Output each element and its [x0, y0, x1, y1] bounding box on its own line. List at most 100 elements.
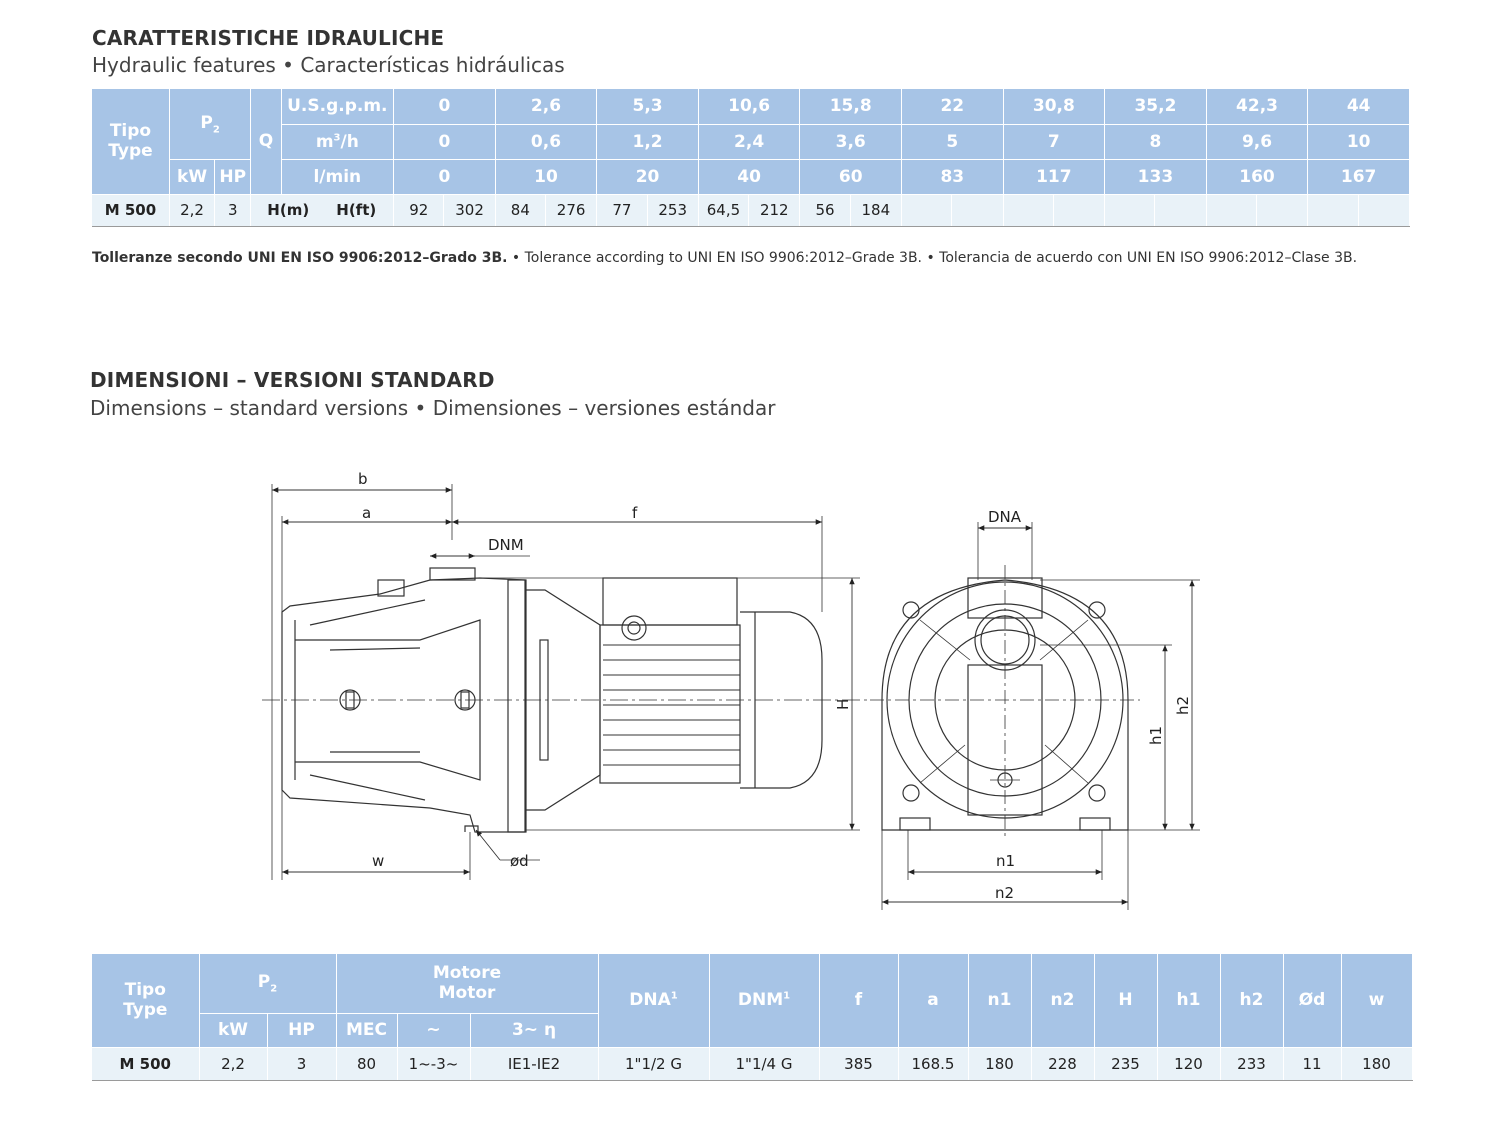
a-cell: 168.5: [898, 1047, 969, 1081]
dnm-header: DNM1: [709, 954, 820, 1048]
m3h-cell: 0: [393, 124, 496, 160]
n1-header: n1: [968, 954, 1032, 1048]
w-cell: 180: [1341, 1047, 1413, 1081]
hp-header: HP: [214, 159, 252, 195]
tolerance-note: Tolleranze secondo UNI EN ISO 9906:2012–…: [92, 250, 1358, 266]
mec-cell: 80: [336, 1047, 398, 1081]
dimensions-header-row-2: kW HP MEC ~ 3~ η: [92, 1013, 1412, 1048]
usgpm-cell: 5,3: [596, 89, 699, 125]
m3h-cell: 1,2: [596, 124, 699, 160]
hydraulic-subtitle: Hydraulic features • Características hid…: [92, 53, 565, 77]
dim-label-od: ød: [510, 852, 529, 870]
dna-header: DNA1: [598, 954, 710, 1048]
dim-label-n1: n1: [996, 852, 1015, 870]
model-cell: M 500: [92, 194, 170, 227]
dimensions-header-row-1: Tipo Type P2 Motore Motor DNA1 DNM1 f a …: [92, 954, 1413, 1048]
dim-label-n2: n2: [995, 884, 1014, 902]
head-value: 56: [799, 194, 851, 227]
m3h-cell: 2,4: [698, 124, 801, 160]
m3h-cell: 7: [1003, 124, 1106, 160]
dim-label-dnm: DNM: [488, 536, 524, 554]
h1-cell: 120: [1157, 1047, 1221, 1081]
m3h-label: m3/h: [281, 124, 395, 160]
n1-cell: 180: [968, 1047, 1032, 1081]
table-row: M 500 2,2 3 80 1~-3~ IE1-IE2 1"1/2 G 1"1…: [92, 1047, 1413, 1081]
dna-cell: 1"1/2 G: [598, 1047, 710, 1081]
lmin-cell: 40: [698, 159, 801, 195]
m3h-cell: 0,6: [495, 124, 598, 160]
lmin-cell: 133: [1104, 159, 1207, 195]
dimensions-table: Tipo Type P2 Motore Motor DNA1 DNM1 f a …: [92, 954, 1413, 1081]
lmin-cell: 117: [1003, 159, 1106, 195]
dim-label-f: f: [632, 504, 638, 522]
kw-header: kW: [169, 159, 216, 195]
dim-label-a: a: [362, 504, 371, 522]
hydraulic-header-row-usgpm: Tipo Type P2 Q U.S.g.p.m. 0 2,6 5,3 10,6…: [92, 89, 1410, 195]
H-cell: 235: [1094, 1047, 1158, 1081]
f-header: f: [819, 954, 899, 1048]
head-value: 77: [596, 194, 648, 227]
dim-label-dna: DNA: [988, 508, 1022, 526]
lmin-cell: 20: [596, 159, 699, 195]
usgpm-cell: 30,8: [1003, 89, 1106, 125]
head-value: 64,5: [698, 194, 750, 227]
lmin-cell: 10: [495, 159, 598, 195]
H-header: H: [1094, 954, 1158, 1048]
head-value: 212: [748, 194, 801, 227]
q-header: Q: [250, 89, 282, 195]
head-value: [951, 194, 1004, 227]
head-value: 276: [545, 194, 598, 227]
hydraulic-header-row-m3h: m3/h 0 0,6 1,2 2,4 3,6 5 7 8 9,6 10: [92, 124, 1410, 160]
hydraulic-header-row-lmin: kW HP l/min 0 10 20 40 60 83 117 133 160…: [92, 159, 1410, 195]
usgpm-cell: 15,8: [799, 89, 902, 125]
usgpm-cell: 22: [901, 89, 1004, 125]
tipo-type-header: Tipo Type: [92, 954, 200, 1048]
dim-label-b: b: [358, 470, 368, 488]
head-value: [1053, 194, 1106, 227]
efficiency-cell: IE1-IE2: [470, 1047, 599, 1081]
dim-label-h1: h1: [1147, 726, 1165, 745]
head-value: 302: [443, 194, 496, 227]
od-cell: 11: [1283, 1047, 1342, 1081]
pump-technical-drawing: b a f DNM DNA H h1 h2 w ød n1 n2: [262, 470, 1200, 910]
w-header: w: [1341, 954, 1413, 1048]
lmin-cell: 0: [393, 159, 496, 195]
dim-label-w: w: [372, 852, 384, 870]
n2-cell: 228: [1031, 1047, 1095, 1081]
motor-header: Motore Motor: [336, 954, 599, 1014]
lmin-cell: 167: [1307, 159, 1410, 195]
m3h-cell: 9,6: [1206, 124, 1309, 160]
tipo-type-header: Tipo Type: [92, 89, 170, 195]
head-value: 92: [393, 194, 445, 227]
head-value: [1358, 194, 1411, 227]
table-row: M 500 2,2 3 H(m)H(ft) 92 302 84 276 77 2…: [92, 194, 1411, 227]
h2-cell: 233: [1220, 1047, 1284, 1081]
dim-label-H: H: [834, 699, 852, 710]
phase-header: ~: [397, 1013, 471, 1048]
head-value: 184: [850, 194, 902, 227]
a-header: a: [898, 954, 969, 1048]
usgpm-cell: 2,6: [495, 89, 598, 125]
hydraulic-table: Tipo Type P2 Q U.S.g.p.m. 0 2,6 5,3 10,6…: [92, 89, 1411, 227]
kw-cell: 2,2: [169, 194, 216, 227]
lmin-cell: 60: [799, 159, 902, 195]
m3h-cell: 3,6: [799, 124, 902, 160]
f-cell: 385: [819, 1047, 899, 1081]
p2-header: P2: [199, 954, 337, 1014]
mec-header: MEC: [336, 1013, 398, 1048]
usgpm-label: U.S.g.p.m.: [281, 89, 395, 125]
head-value: [901, 194, 953, 227]
head-value: [1154, 194, 1207, 227]
m3h-cell: 5: [901, 124, 1004, 160]
model-cell: M 500: [92, 1047, 200, 1081]
dimensions-title: DIMENSIONI – VERSIONI STANDARD: [90, 368, 495, 392]
od-header: Ød: [1283, 954, 1342, 1048]
dnm-cell: 1"1/4 G: [709, 1047, 820, 1081]
kw-cell: 2,2: [199, 1047, 268, 1081]
h1-header: h1: [1157, 954, 1221, 1048]
hp-header: HP: [267, 1013, 337, 1048]
n2-header: n2: [1031, 954, 1095, 1048]
efficiency-header: 3~ η: [470, 1013, 599, 1048]
head-value: 253: [647, 194, 699, 227]
usgpm-cell: 35,2: [1104, 89, 1207, 125]
